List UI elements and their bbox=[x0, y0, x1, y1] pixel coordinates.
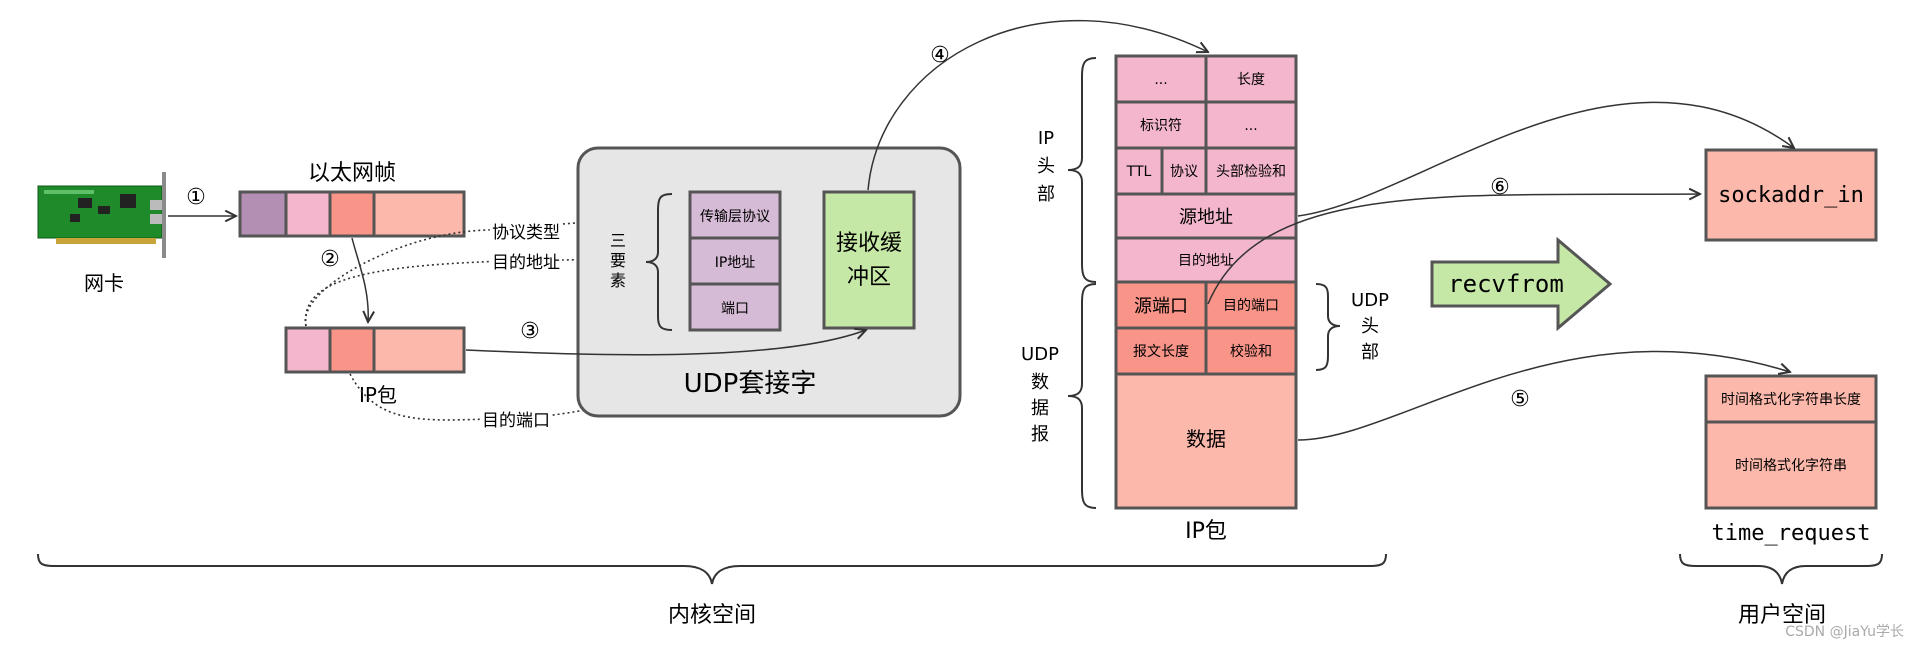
udp-header-side-3: 部 bbox=[1361, 342, 1379, 363]
udp-header-brace bbox=[1315, 283, 1341, 371]
annotation-dst-addr: 目的地址 bbox=[492, 253, 560, 273]
ip-cell-length: 报文长度 bbox=[1133, 344, 1189, 360]
eth-frame bbox=[238, 190, 466, 238]
socket-row-ip: IP地址 bbox=[715, 255, 756, 271]
ip-cell-src-port: 源端口 bbox=[1134, 296, 1188, 317]
udp-socket-title: UDP套接字 bbox=[684, 369, 817, 399]
arrow-5 bbox=[1297, 350, 1790, 441]
eth-frame-title: 以太网帧 bbox=[308, 161, 396, 186]
arrow-2 bbox=[351, 237, 368, 322]
time-request-struct bbox=[1704, 374, 1878, 510]
kernel-space-label: 内核空间 bbox=[668, 603, 756, 628]
arrow-4 bbox=[867, 19, 1208, 191]
ip-cell-dst-port: 目的端口 bbox=[1223, 298, 1279, 314]
sockaddr-label: sockaddr_in bbox=[1718, 183, 1864, 208]
ip-packet-title: IP包 bbox=[1185, 519, 1227, 544]
step-4-label: ④ bbox=[930, 43, 950, 68]
time-request-row-length: 时间格式化字符串长度 bbox=[1721, 392, 1861, 408]
ip-cell-protocol: 协议 bbox=[1170, 164, 1198, 180]
ip-cell-data: 数据 bbox=[1186, 427, 1226, 451]
ip-header-side-1: IP bbox=[1038, 128, 1054, 149]
user-space-brace bbox=[1679, 553, 1883, 585]
annotation-dst-port: 目的端口 bbox=[482, 411, 550, 431]
udp-datagram-side-4: 报 bbox=[1031, 424, 1049, 445]
recv-buffer-line2: 冲区 bbox=[847, 265, 891, 290]
user-space-label: 用户空间 bbox=[1738, 603, 1826, 628]
udp-header-side-2: 头 bbox=[1361, 316, 1379, 337]
three-elements-2: 要 bbox=[610, 251, 626, 270]
arrow-3 bbox=[465, 330, 866, 356]
step-2-label: ② bbox=[320, 247, 340, 272]
udp-datagram-side-1: UDP bbox=[1021, 344, 1059, 365]
ip-header-side-3: 部 bbox=[1037, 184, 1055, 205]
step-3-label: ③ bbox=[520, 319, 540, 344]
ip-cell-r1b: 长度 bbox=[1237, 72, 1265, 88]
udp-datagram-brace bbox=[1067, 283, 1097, 509]
udp-header-side-1: UDP bbox=[1351, 290, 1389, 311]
three-elements-1: 三 bbox=[610, 231, 626, 250]
socket-row-port: 端口 bbox=[721, 301, 749, 317]
ip-cell-checksum: 头部检验和 bbox=[1216, 164, 1286, 180]
ip-header-brace bbox=[1067, 57, 1097, 283]
step-1-label: ① bbox=[186, 185, 206, 210]
ip-cell-dst-addr: 目的地址 bbox=[1178, 253, 1234, 269]
ip-cell-udp-checksum: 校验和 bbox=[1230, 343, 1272, 360]
ip-packet bbox=[1114, 54, 1298, 510]
time-request-row-string: 时间格式化字符串 bbox=[1735, 458, 1847, 474]
ip-cell-r1a: ... bbox=[1154, 72, 1167, 88]
ip-cell-r2a: 标识符 bbox=[1140, 118, 1182, 134]
step-5-label: ⑤ bbox=[1510, 387, 1530, 412]
sockaddr-box bbox=[1704, 148, 1878, 242]
ip-small-packet bbox=[284, 326, 466, 374]
ip-cell-r2b: ... bbox=[1244, 118, 1257, 134]
nic-card-icon bbox=[37, 172, 166, 258]
three-elements-3: 素 bbox=[610, 271, 626, 290]
ip-cell-ttl: TTL bbox=[1126, 164, 1152, 180]
udp-datagram-side-2: 数 bbox=[1031, 372, 1049, 393]
three-elements-brace bbox=[645, 193, 673, 331]
recvfrom-label: recvfrom bbox=[1448, 270, 1564, 298]
ip-header-side-2: 头 bbox=[1037, 156, 1055, 177]
annotation-proto-type: 协议类型 bbox=[492, 223, 560, 243]
recv-buffer-line1: 接收缓 bbox=[836, 231, 902, 256]
ip-cell-src-addr: 源地址 bbox=[1179, 207, 1233, 228]
socket-rows bbox=[688, 190, 782, 332]
watermark: CSDN @JiaYu学长 bbox=[1785, 624, 1904, 640]
udp-datagram-side-3: 据 bbox=[1031, 398, 1049, 419]
step-6-label: ⑥ bbox=[1490, 175, 1510, 200]
nic-label: 网卡 bbox=[84, 271, 124, 295]
recv-buffer bbox=[822, 190, 916, 330]
time-request-title: time_request bbox=[1712, 521, 1871, 546]
arrow-6 bbox=[1207, 194, 1700, 305]
recvfrom-arrow bbox=[1430, 236, 1613, 332]
socket-row-transport: 传输层协议 bbox=[700, 209, 770, 225]
kernel-space-brace bbox=[37, 553, 1387, 585]
arrow-to-sockaddr-top bbox=[1297, 101, 1794, 217]
